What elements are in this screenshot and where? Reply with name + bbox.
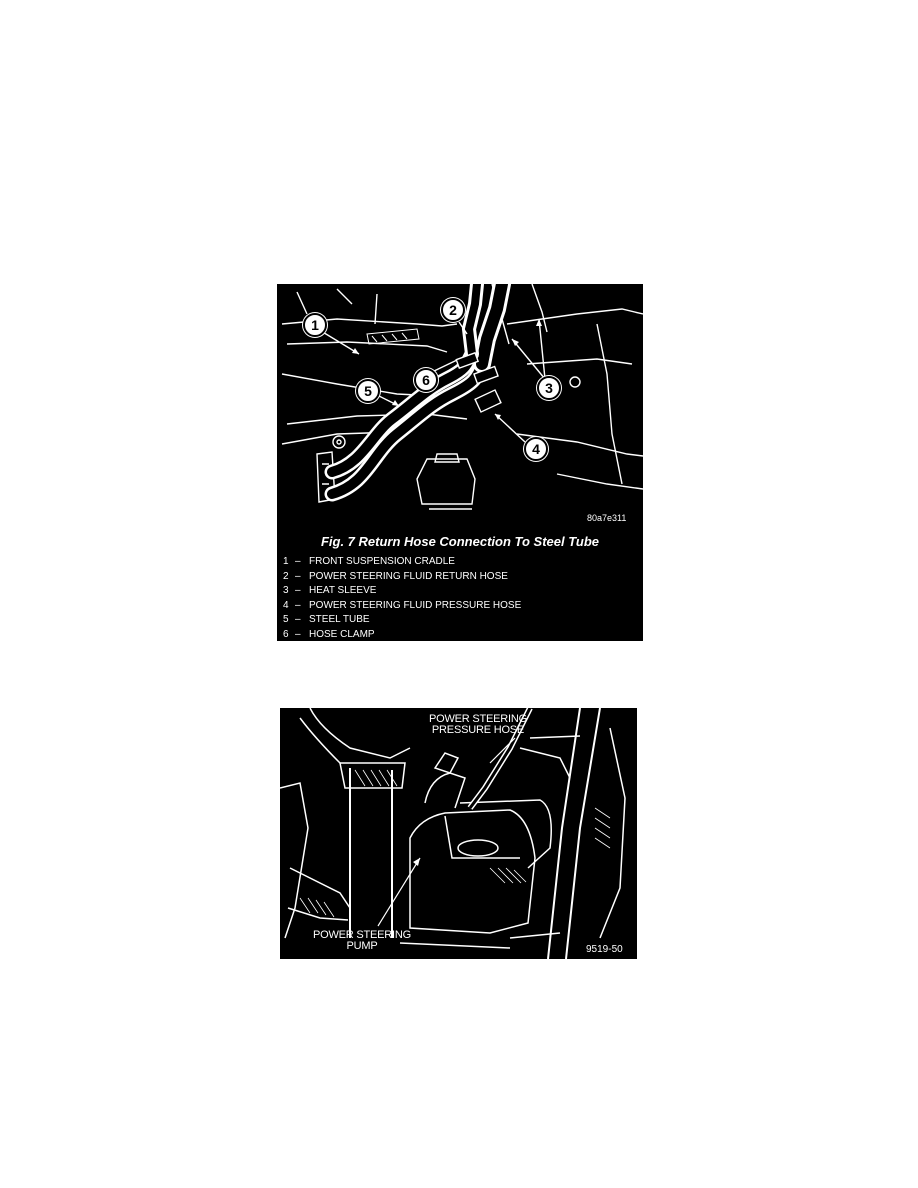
callout-1: 1 (303, 313, 327, 337)
figure-code: 9519-50 (586, 944, 623, 955)
figure-power-steering-pump: POWER STEERING PRESSURE HOSE POWER STEER… (280, 708, 637, 959)
figure-code: 80a7e311 (587, 513, 627, 523)
figure-return-hose-connection: 1 2 3 4 5 6 80a7e311 Fig. 7 Return Hose … (277, 284, 643, 641)
legend-item: 6–HOSE CLAMP (283, 628, 375, 640)
figure-caption: Fig. 7 Return Hose Connection To Steel T… (320, 534, 600, 549)
callout-2: 2 (441, 298, 465, 322)
callout-6: 6 (414, 368, 438, 392)
pump-illustration (280, 708, 626, 959)
callout-5: 5 (356, 379, 380, 403)
legend-item: 2–POWER STEERING FLUID RETURN HOSE (283, 570, 508, 582)
legend-list: 1–FRONT SUSPENSION CRADLE 2–POWER STEERI… (283, 555, 638, 641)
legend-item: 4–POWER STEERING FLUID PRESSURE HOSE (283, 599, 522, 611)
legend-item: 1–FRONT SUSPENSION CRADLE (283, 556, 455, 567)
return-hose-illustration (281, 284, 643, 510)
pump-label: POWER STEERING PUMP (312, 929, 412, 952)
callout-4: 4 (524, 437, 548, 461)
callout-3: 3 (537, 376, 561, 400)
pressure-hose-label: POWER STEERING PRESSURE HOSE (428, 713, 528, 736)
legend-item: 3–HEAT SLEEVE (283, 585, 377, 596)
legend-item: 5–STEEL TUBE (283, 614, 370, 625)
